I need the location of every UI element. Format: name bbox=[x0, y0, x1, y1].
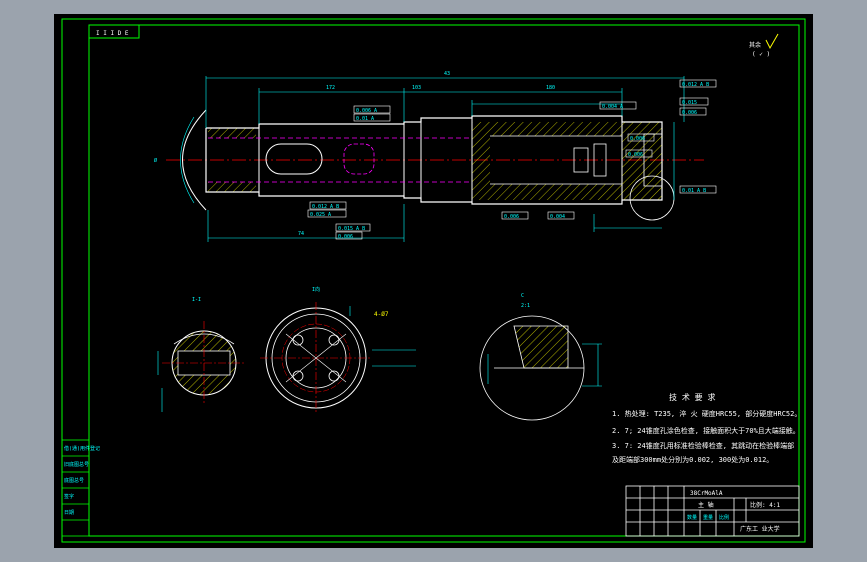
roughness-label: 其余 bbox=[749, 41, 761, 49]
school-text: 广东工 业大学 bbox=[740, 525, 780, 533]
section-view-3: C 2:1 bbox=[479, 293, 602, 421]
side-row: 旧底图总号 bbox=[64, 461, 89, 468]
tech-req-line: 及距端部300mm处分别为0.002, 300处为0.012。 bbox=[612, 455, 773, 464]
inner-border bbox=[88, 24, 800, 537]
tb-cell-label: 比例 bbox=[719, 514, 729, 521]
side-row: 日期 bbox=[64, 510, 74, 516]
svg-text:0.015: 0.015 bbox=[682, 100, 697, 106]
dim-bottom-length: 74 bbox=[298, 231, 304, 237]
tech-req-title: 技 术 要 求 bbox=[669, 392, 715, 402]
svg-text:0.006: 0.006 bbox=[630, 136, 645, 142]
svg-text:0.006: 0.006 bbox=[628, 152, 643, 158]
part-name-text: 主 轴 bbox=[698, 501, 714, 509]
scale-text: 比例: 4:1 bbox=[750, 501, 780, 509]
svg-text:0.012 A B: 0.012 A B bbox=[312, 204, 339, 210]
section-2-label: I向 bbox=[312, 286, 320, 293]
tolerance-frames: 0.006 A 0.01 A 0.025 A 0.015 A B 0.006 0… bbox=[307, 79, 717, 240]
svg-text:0.01 A: 0.01 A bbox=[356, 116, 374, 122]
outer-border bbox=[61, 18, 806, 543]
svg-text:( ✓ ): ( ✓ ) bbox=[752, 51, 770, 58]
section-view-1: I-I bbox=[157, 297, 246, 412]
material-text: 38CrMoAlA bbox=[690, 490, 723, 497]
drawing-viewport[interactable]: I I I D E 其余 ( ✓ ) bbox=[54, 14, 813, 548]
side-row: 签字 bbox=[64, 493, 74, 500]
tech-req-line: 2. 7; 24锥度孔涂色检查, 接触面积大于70%且大端接触。 bbox=[612, 426, 800, 435]
dim-length-2: 103 bbox=[412, 85, 421, 91]
section-3-label: C bbox=[521, 293, 524, 299]
dim-overall-length: 43 bbox=[444, 71, 450, 77]
tb-cell-label: 数量 bbox=[687, 514, 697, 521]
code-box: I I I D E bbox=[88, 24, 140, 39]
roughness-symbol-icon: 其余 ( ✓ ) bbox=[749, 33, 779, 58]
svg-text:0.006: 0.006 bbox=[682, 110, 697, 116]
dim-left-diameter: Ø bbox=[154, 157, 157, 164]
main-view: 43 172 103 180 Ø 74 0.006 A 0.01 A 0.025… bbox=[154, 71, 717, 242]
tb-cell-label: 重量 bbox=[703, 514, 713, 521]
hole-note: 4-Ø7 bbox=[374, 311, 389, 318]
title-block bbox=[625, 485, 800, 537]
tech-req-line: 3. 7: 24锥度孔用标准检验棒检查, 其跳动在检验棒端部 bbox=[612, 441, 794, 450]
dim-length-1: 172 bbox=[326, 85, 335, 91]
svg-text:0.025 A: 0.025 A bbox=[310, 212, 331, 218]
tech-requirements: 技 术 要 求 1. 热处理: T235, 淬 火 硬度HRC55, 部分硬度H… bbox=[612, 392, 801, 464]
svg-text:0.01 A B: 0.01 A B bbox=[682, 188, 706, 194]
engineering-drawing: I I I D E 其余 ( ✓ ) bbox=[61, 18, 806, 543]
svg-text:0.004 A: 0.004 A bbox=[602, 104, 623, 110]
svg-text:0.004: 0.004 bbox=[550, 214, 565, 220]
section-3-scale: 2:1 bbox=[521, 303, 530, 309]
section-1-label: I-I bbox=[192, 297, 201, 303]
side-row: 底图总号 bbox=[64, 477, 84, 484]
svg-text:0.012 A B: 0.012 A B bbox=[682, 82, 709, 88]
tech-req-line: 1. 热处理: T235, 淬 火 硬度HRC55, 部分硬度HRC52。 bbox=[612, 409, 801, 418]
side-block: 借(通)用件登记 旧底图总号 底图总号 签字 日期 bbox=[61, 439, 100, 537]
code-box-text: I I I D E bbox=[96, 30, 129, 37]
svg-text:0.006: 0.006 bbox=[338, 234, 353, 240]
svg-text:0.006 A: 0.006 A bbox=[356, 108, 377, 114]
side-row: 借(通)用件登记 bbox=[64, 445, 100, 452]
section-view-2: I向 4-Ø7 bbox=[260, 286, 416, 414]
svg-text:0.006: 0.006 bbox=[504, 214, 519, 220]
svg-text:0.015 A B: 0.015 A B bbox=[338, 226, 365, 232]
dim-length-3: 180 bbox=[546, 85, 555, 91]
